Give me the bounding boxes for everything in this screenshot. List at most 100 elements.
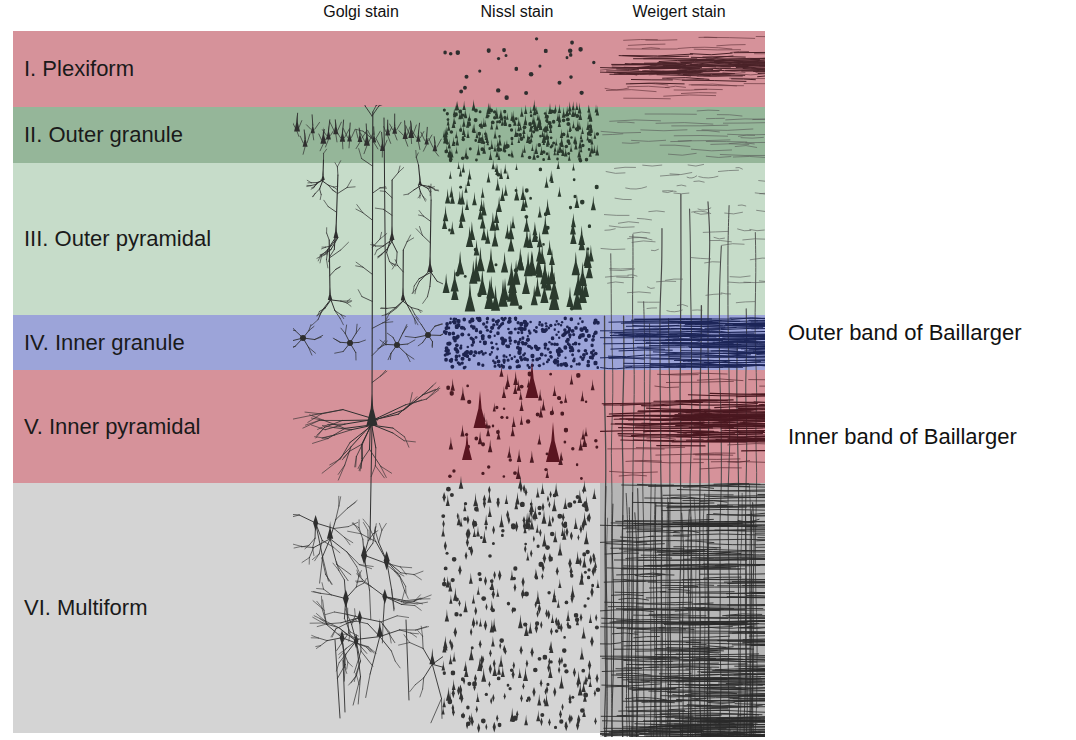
golgi-neuron-mark: [372, 347, 380, 355]
golgi-neuron-mark: [307, 185, 311, 186]
nissl-cell-mark: [573, 195, 576, 199]
nissl-cell-mark: [544, 354, 547, 357]
golgi-neuron-mark: [299, 515, 315, 523]
nissl-cell-mark: [508, 320, 511, 323]
golgi-neuron-mark: [397, 616, 408, 618]
nissl-cell-mark: [449, 159, 452, 162]
nissl-cell-mark: [490, 121, 493, 130]
golgi-neuron-mark: [382, 249, 387, 254]
golgi-neuron-mark: [421, 324, 428, 335]
nissl-cell-mark: [492, 160, 495, 170]
golgi-neuron-mark: [437, 281, 443, 284]
nissl-cell-mark: [537, 506, 541, 511]
nissl-cell-mark: [546, 422, 560, 462]
nissl-cell-mark: [587, 334, 591, 338]
golgi-neuron-mark: [385, 563, 401, 567]
nissl-cell-mark: [542, 158, 545, 161]
nissl-cell-mark: [585, 400, 587, 403]
nissl-cell-mark: [507, 171, 510, 179]
nissl-cell-mark: [521, 341, 524, 344]
golgi-neuron-mark: [335, 120, 337, 126]
nissl-cell-mark: [581, 144, 584, 147]
golgi-neuron-mark: [293, 515, 299, 518]
nissl-cell-mark: [564, 363, 567, 366]
nissl-cell-mark: [493, 365, 496, 368]
golgi-neuron-mark: [317, 313, 321, 316]
nissl-cell-mark: [555, 138, 558, 146]
golgi-neuron-mark: [358, 460, 362, 469]
nissl-cell-mark: [520, 415, 523, 425]
golgi-neuron-mark: [414, 602, 423, 604]
nissl-cell-mark: [579, 334, 583, 338]
nissl-cell-mark: [486, 133, 489, 143]
nissl-cell-mark: [551, 144, 554, 147]
nissl-cell-mark: [556, 147, 559, 155]
nissl-cell-mark: [514, 186, 519, 201]
nissl-cell-mark: [556, 320, 558, 323]
nissl-cell-mark: [492, 526, 495, 535]
nissl-cell-mark: [531, 285, 538, 305]
golgi-neuron-mark: [376, 139, 380, 147]
nissl-cell-mark: [493, 571, 496, 580]
nissl-cell-mark: [478, 572, 482, 576]
nissl-cell-mark: [505, 373, 510, 387]
nissl-cell-mark: [478, 69, 481, 72]
golgi-neuron-mark: [333, 190, 337, 193]
nissl-cell-mark: [465, 199, 469, 211]
nissl-cell-mark: [489, 103, 492, 110]
nissl-cell-mark: [484, 620, 487, 631]
golgi-neuron-mark: [312, 635, 319, 638]
nissl-cell-mark: [482, 335, 485, 338]
nissl-cell-mark: [526, 419, 530, 423]
golgi-neuron-mark: [341, 242, 349, 250]
golgi-neuron-mark: [416, 282, 419, 289]
nissl-cell-mark: [560, 324, 563, 327]
nissl-cell-mark: [570, 374, 574, 384]
nissl-cell-mark: [455, 146, 458, 153]
golgi-neuron-mark: [421, 185, 427, 188]
nissl-cell-mark: [477, 144, 481, 155]
golgi-neuron-mark: [426, 127, 428, 136]
nissl-cell-mark: [524, 592, 529, 597]
golgi-neuron-mark: [332, 300, 341, 301]
golgi-neuron-mark: [421, 595, 431, 599]
nissl-cell-mark: [469, 572, 473, 583]
nissl-cell-mark: [487, 491, 491, 503]
nissl-cell-mark: [460, 333, 464, 337]
nissl-cell-mark: [575, 136, 578, 144]
nissl-cell-mark: [504, 164, 507, 174]
nissl-cell-mark: [514, 316, 518, 320]
golgi-neuron-mark: [400, 576, 405, 591]
nissl-cell-mark: [465, 552, 468, 561]
golgi-neuron-mark: [350, 343, 356, 353]
golgi-neuron-mark: [368, 534, 373, 541]
layer-label: I. Plexiform: [24, 56, 134, 81]
nissl-cell-mark: [542, 363, 544, 366]
golgi-neuron-mark: [309, 325, 311, 331]
nissl-cell-mark: [595, 185, 599, 190]
golgi-neuron-mark: [324, 200, 328, 206]
nissl-cell-mark: [499, 655, 503, 667]
nissl-cell-mark: [515, 163, 517, 170]
nissl-cell-mark: [459, 476, 464, 489]
nissl-cell-mark: [513, 371, 518, 385]
nissl-cell-mark: [596, 366, 599, 369]
nissl-cell-mark: [490, 697, 492, 704]
golgi-neuron-mark: [316, 523, 323, 557]
nissl-cell-mark: [595, 144, 599, 155]
nissl-cell-mark: [442, 582, 447, 587]
nissl-cell-mark: [568, 153, 571, 161]
nissl-cell-mark: [569, 336, 571, 339]
nissl-cell-mark: [513, 116, 517, 126]
golgi-neuron-mark: [293, 514, 299, 515]
golgi-neuron-mark: [427, 287, 430, 297]
golgi-neuron-mark: [307, 134, 310, 143]
nissl-cell-mark: [558, 578, 561, 588]
golgi-neuron-mark: [341, 617, 360, 622]
nissl-cell-mark: [493, 403, 496, 412]
golgi-neuron-mark: [424, 664, 433, 678]
nissl-cell-mark: [504, 317, 507, 320]
nissl-cell-mark: [578, 137, 582, 148]
